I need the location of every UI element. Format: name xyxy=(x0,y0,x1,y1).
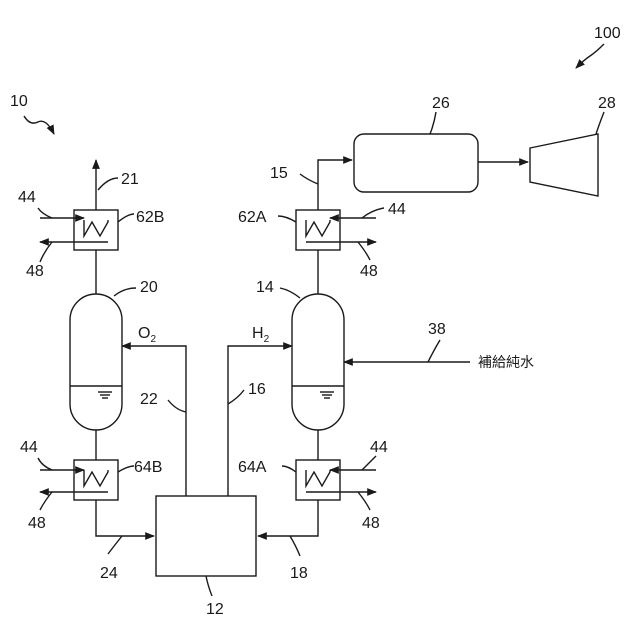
label-48-64a: 48 xyxy=(362,515,380,532)
leader-24 xyxy=(108,536,122,554)
leader-16 xyxy=(228,390,244,404)
leader-22 xyxy=(168,400,186,412)
leader-62b xyxy=(118,214,134,222)
o2-gas-liquid-separator-20 xyxy=(70,294,122,430)
leader-44-64b xyxy=(38,458,52,470)
label-100: 100 xyxy=(594,25,621,42)
h2-return-pipe-18 xyxy=(258,500,318,536)
label-48-62b: 48 xyxy=(26,263,44,280)
leader-48-64a xyxy=(358,492,370,510)
leader-14 xyxy=(280,288,300,298)
label-44-62b: 44 xyxy=(18,189,36,206)
label-48-64b: 48 xyxy=(28,515,46,532)
label-44-62a: 44 xyxy=(388,201,406,218)
leader-15 xyxy=(300,174,318,184)
label-44-64a: 44 xyxy=(370,439,388,456)
leader-48-62a xyxy=(358,242,370,260)
leader-28 xyxy=(596,112,604,134)
label-18: 18 xyxy=(290,565,308,582)
leader-12 xyxy=(206,576,212,596)
label-64a: 64A xyxy=(238,459,267,476)
label-28: 28 xyxy=(598,95,616,112)
leader-44-64a xyxy=(362,456,376,470)
leader-44-62b xyxy=(38,208,52,218)
leader-44-62a xyxy=(362,208,384,218)
label-62a: 62A xyxy=(238,209,267,226)
leader-64a xyxy=(282,466,296,472)
leader-48-64b xyxy=(40,492,52,510)
leader-48-62b xyxy=(40,242,52,262)
label-64b: 64B xyxy=(134,459,162,476)
label-62b: 62B xyxy=(136,209,164,226)
o2-subscript: 2 xyxy=(150,334,156,345)
electrolyzer-12 xyxy=(156,496,256,576)
o2-return-pipe-24 xyxy=(96,500,154,536)
leader-21 xyxy=(98,178,118,190)
label-20: 20 xyxy=(140,279,158,296)
label-14: 14 xyxy=(256,279,274,296)
label-48-62a: 48 xyxy=(360,263,378,280)
h2-supply-pipe-15 xyxy=(318,160,352,210)
leader-10 xyxy=(24,116,54,134)
storage-tank-26 xyxy=(354,134,478,192)
h2-gas-label: H2 xyxy=(252,325,270,345)
leader-64b xyxy=(118,466,134,472)
o2-symbol: O xyxy=(138,325,150,342)
label-38: 38 xyxy=(428,321,446,338)
o2-gas-label: O2 xyxy=(138,325,156,345)
leader-18 xyxy=(290,536,300,556)
label-15: 15 xyxy=(270,165,288,182)
leader-20 xyxy=(114,288,136,296)
engine-28 xyxy=(530,134,598,196)
h2-subscript: 2 xyxy=(264,334,270,345)
label-44-64b: 44 xyxy=(20,439,38,456)
leader-38 xyxy=(428,340,440,362)
leader-26 xyxy=(430,112,436,134)
leader-62a xyxy=(278,216,296,222)
label-22: 22 xyxy=(140,391,158,408)
label-16: 16 xyxy=(248,381,266,398)
h2-gas-liquid-separator-14 xyxy=(292,294,344,430)
h2-symbol: H xyxy=(252,325,264,342)
label-12: 12 xyxy=(206,601,224,618)
label-10: 10 xyxy=(10,93,28,110)
leader-100 xyxy=(576,44,604,68)
label-21: 21 xyxy=(121,171,139,188)
makeup-water-label: 補給純水 xyxy=(478,355,534,371)
label-24: 24 xyxy=(100,565,118,582)
label-26: 26 xyxy=(432,95,450,112)
